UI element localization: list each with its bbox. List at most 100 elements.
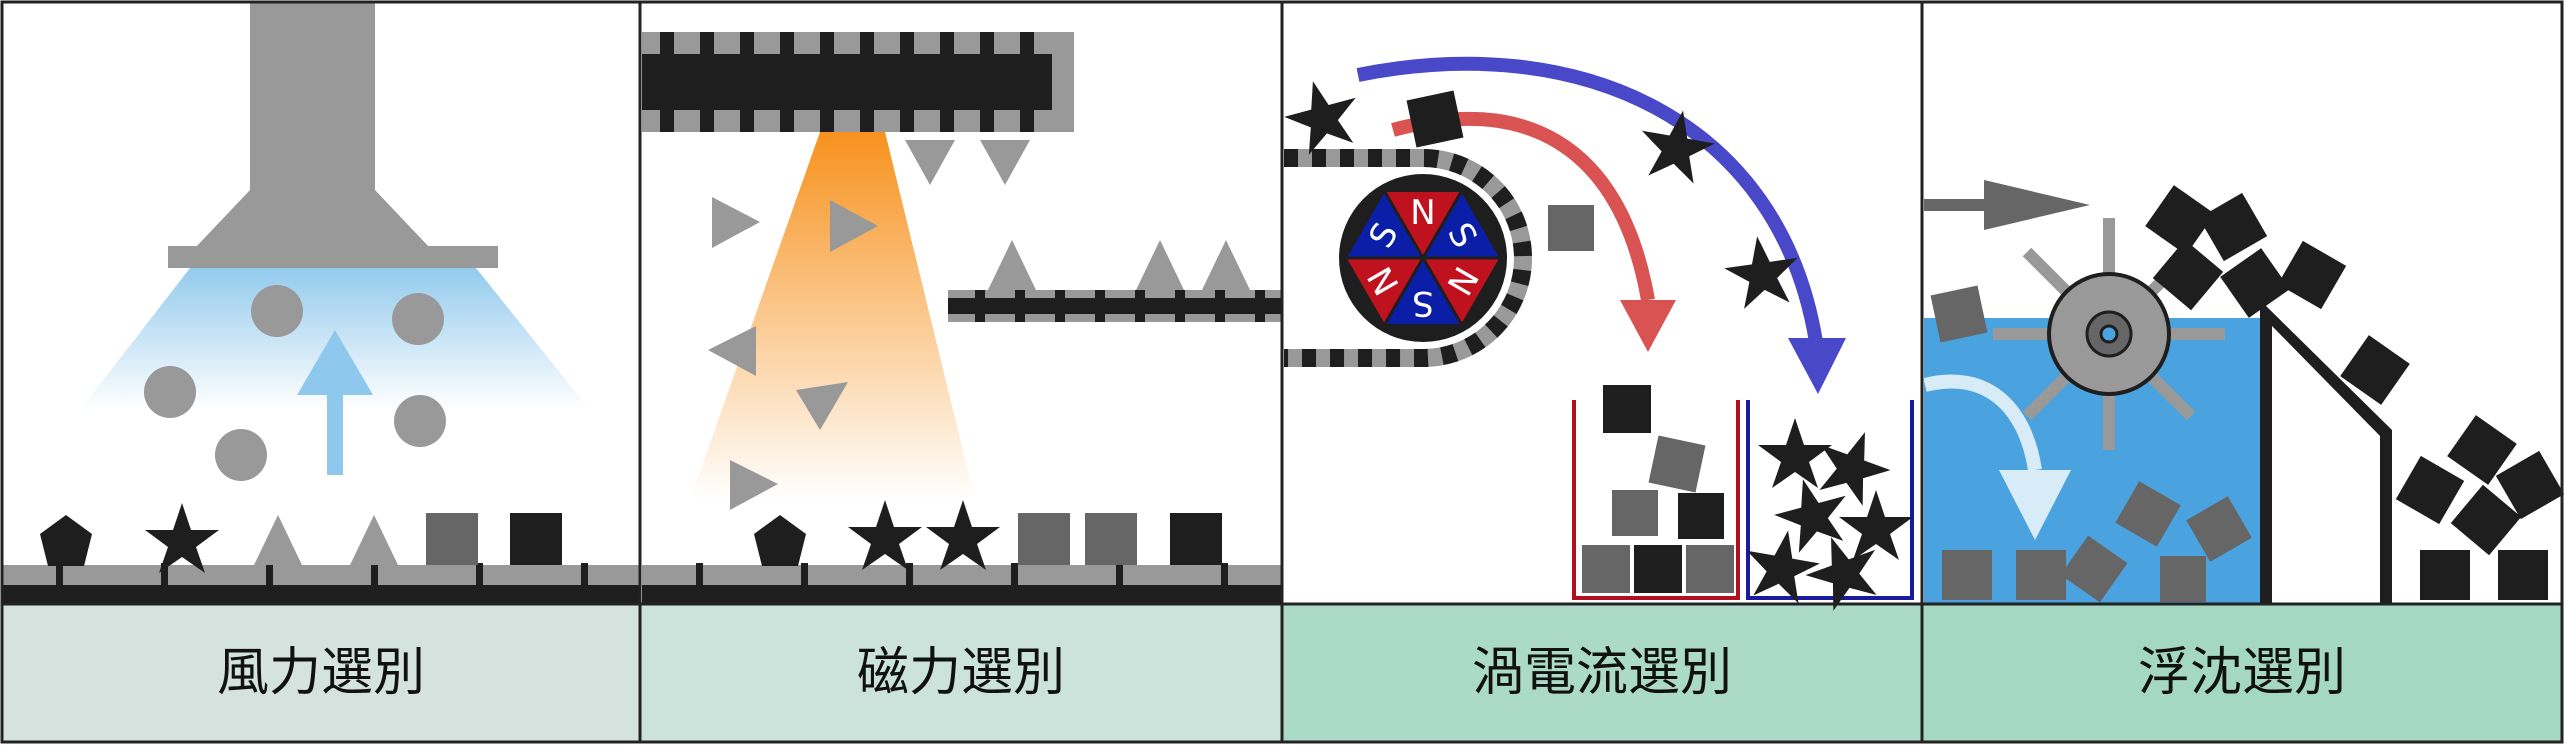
magnetic-conveyor-belt	[642, 565, 1282, 585]
label-wind-sorting: 風力選別	[217, 643, 425, 703]
magnetic-panel	[642, 32, 1282, 604]
side-conveyor-core	[948, 298, 1282, 314]
square-icon	[2450, 484, 2522, 556]
square-icon	[1170, 513, 1222, 565]
label-float-sink-sorting: 浮沈選別	[2138, 643, 2346, 703]
sink-arrow	[1923, 374, 2042, 472]
star-icon	[1839, 490, 1913, 560]
triangle-icon	[708, 326, 756, 376]
star-icon	[1774, 479, 1846, 553]
side-conveyor-ticks	[975, 290, 1265, 322]
star-icon	[1724, 236, 1798, 309]
square-icon	[2220, 248, 2290, 318]
circle-icon	[394, 395, 446, 447]
circle-icon	[215, 429, 267, 481]
overhead-belt-ticks	[660, 32, 1034, 132]
arrow-icon	[1620, 300, 1676, 352]
label-bg-wind	[0, 602, 642, 744]
square-icon	[426, 513, 478, 565]
square-icon	[1406, 90, 1464, 148]
square-icon	[2145, 185, 2215, 255]
star-icon	[926, 500, 1000, 570]
label-magnetic-sorting: 磁力選別	[857, 643, 1065, 703]
square-icon	[2277, 240, 2347, 310]
square-icon	[2060, 535, 2128, 603]
wind-panel	[2, 2, 640, 604]
square-icon	[2016, 550, 2066, 600]
square-icon	[2498, 550, 2548, 600]
square-icon	[1930, 285, 1988, 343]
circle-icon	[392, 293, 444, 345]
triangle-icon	[730, 460, 778, 510]
wheel-hub-center	[2099, 324, 2119, 344]
star-icon	[1641, 110, 1715, 184]
square-icon	[2152, 239, 2224, 311]
label-bg-magnetic	[638, 602, 1284, 744]
triangle-icon	[254, 515, 302, 565]
square-icon	[2447, 415, 2517, 485]
square-icon	[1686, 545, 1734, 593]
hood-duct	[250, 2, 375, 192]
pentagon-icon	[40, 515, 92, 566]
magnet-sector	[1342, 187, 1426, 260]
magnetic-conveyor-base	[642, 585, 1282, 604]
triangle-icon	[712, 197, 760, 248]
arrow-icon	[1788, 338, 1846, 394]
magnetic-field-beam	[690, 132, 975, 500]
airflow-arrow	[297, 330, 373, 475]
label-eddy-current-sorting: 渦電流選別	[1472, 643, 1732, 703]
square-icon	[2495, 450, 2564, 520]
arrow-icon	[1999, 470, 2071, 540]
triangle-icon	[988, 240, 1036, 290]
square-icon	[1942, 550, 1992, 600]
square-icon	[2395, 455, 2465, 525]
pentagon-icon	[754, 515, 806, 566]
square-icon	[1603, 385, 1651, 433]
hood-rim	[168, 246, 498, 268]
star-icon	[1284, 81, 1356, 155]
square-icon	[2186, 496, 2252, 562]
wind-conveyor-belt	[2, 565, 640, 585]
triangle-icon	[980, 140, 1030, 185]
triangle-icon	[905, 140, 955, 185]
square-icon	[1085, 513, 1137, 565]
magnet-pole-label: N	[1410, 193, 1435, 233]
triangle-icon	[1136, 240, 1184, 290]
arrow-icon	[1984, 180, 2090, 230]
triangle-icon	[1202, 240, 1250, 290]
blue-bin	[1746, 400, 1914, 600]
float-panel	[1923, 180, 2564, 604]
overhead-magnet-core	[642, 54, 1052, 110]
wind-conveyor-base	[2, 585, 640, 604]
input-arrow	[1924, 199, 1984, 211]
circle-icon	[144, 366, 196, 418]
square-icon	[2198, 192, 2268, 262]
star-icon	[1758, 418, 1832, 488]
square-icon	[2115, 481, 2181, 547]
square-icon	[2160, 556, 2206, 602]
triangle-icon	[350, 515, 398, 565]
red-bin	[1572, 400, 1740, 600]
square-icon	[1678, 493, 1724, 539]
square-icon	[1634, 545, 1682, 593]
wind-conveyor-ticks	[56, 563, 588, 585]
circle-icon	[251, 285, 303, 337]
square-icon	[1648, 435, 1706, 493]
star-icon	[1805, 537, 1877, 611]
blue-arrow	[1356, 56, 1823, 344]
star-icon	[848, 500, 922, 570]
square-icon	[1548, 205, 1594, 251]
square-icon	[510, 513, 562, 565]
star-icon	[1746, 530, 1820, 604]
square-icon	[1582, 545, 1630, 593]
square-icon	[1612, 490, 1658, 536]
triangle-icon	[830, 200, 878, 252]
magnetic-conveyor-ticks	[696, 563, 1228, 585]
triangle-icon	[796, 382, 848, 430]
square-icon	[1018, 513, 1070, 565]
